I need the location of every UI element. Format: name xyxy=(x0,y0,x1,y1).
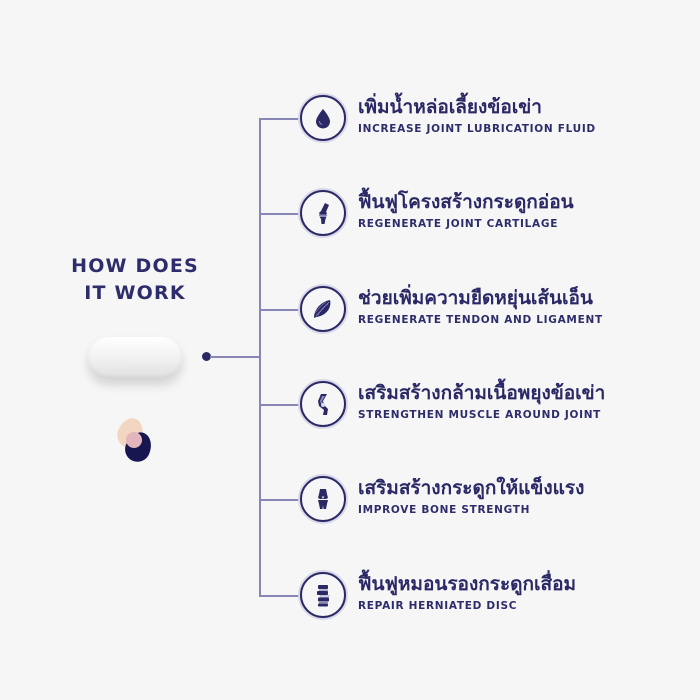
knee-muscle-icon xyxy=(300,381,346,427)
benefit-item-lubrication: เพิ่มน้ำหล่อเลี้ยงข้อเข่า INCREASE JOINT… xyxy=(300,95,680,145)
connector-branch xyxy=(259,499,303,501)
connector-trunk-line xyxy=(259,118,261,596)
benefit-title-en: INCREASE JOINT LUBRICATION FLUID xyxy=(358,123,596,135)
knee-joint-icon xyxy=(300,190,346,236)
pill-capsule-image xyxy=(88,337,182,379)
connector-origin-line xyxy=(210,356,260,358)
water-drop-icon xyxy=(300,95,346,141)
benefit-title-th: เสริมสร้างกระดูกให้แข็งแรง xyxy=(358,477,585,499)
benefit-title-en: IMPROVE BONE STRENGTH xyxy=(358,504,531,516)
headline: HOW DOES IT WORK xyxy=(55,253,215,307)
muscle-fiber-icon xyxy=(300,286,346,332)
connector-branch xyxy=(259,213,303,215)
spine-disc-icon xyxy=(300,572,346,618)
connector-origin-dot xyxy=(202,352,211,361)
benefit-title-en: STRENGTHEN MUSCLE AROUND JOINT xyxy=(358,409,602,421)
benefit-title-th: เพิ่มน้ำหล่อเลี้ยงข้อเข่า xyxy=(358,96,542,118)
benefit-title-th: ช่วยเพิ่มความยืดหยุ่นเส้นเอ็น xyxy=(358,287,593,309)
benefit-title-th: ฟื้นฟูโครงสร้างกระดูกอ่อน xyxy=(358,191,574,213)
headline-line-1: HOW DOES xyxy=(71,255,199,277)
connector-branch xyxy=(259,309,303,311)
benefit-item-cartilage: ฟื้นฟูโครงสร้างกระดูกอ่อน REGENERATE JOI… xyxy=(300,190,680,240)
headline-line-2: IT WORK xyxy=(84,282,186,304)
benefit-title-en: REPAIR HERNIATED DISC xyxy=(358,600,518,612)
benefit-title-en: REGENERATE JOINT CARTILAGE xyxy=(358,218,559,230)
benefit-title-th: ฟื้นฟูหมอนรองกระดูกเสื่อม xyxy=(358,573,577,595)
benefit-item-bone: เสริมสร้างกระดูกให้แข็งแรง IMPROVE BONE … xyxy=(300,476,680,526)
benefit-item-disc: ฟื้นฟูหมอนรองกระดูกเสื่อม REPAIR HERNIAT… xyxy=(300,572,680,622)
connector-branch xyxy=(259,118,303,120)
benefit-title-th: เสริมสร้างกล้ามเนื้อพยุงข้อเข่า xyxy=(358,382,606,404)
connector-branch xyxy=(259,404,303,406)
benefit-item-muscle: เสริมสร้างกล้ามเนื้อพยุงข้อเข่า STRENGTH… xyxy=(300,381,680,431)
bone-joint-icon xyxy=(300,476,346,522)
benefit-item-tendon: ช่วยเพิ่มความยืดหยุ่นเส้นเอ็น REGENERATE… xyxy=(300,286,680,336)
connector-branch xyxy=(259,595,303,597)
benefit-title-en: REGENERATE TENDON AND LIGAMENT xyxy=(358,314,603,326)
